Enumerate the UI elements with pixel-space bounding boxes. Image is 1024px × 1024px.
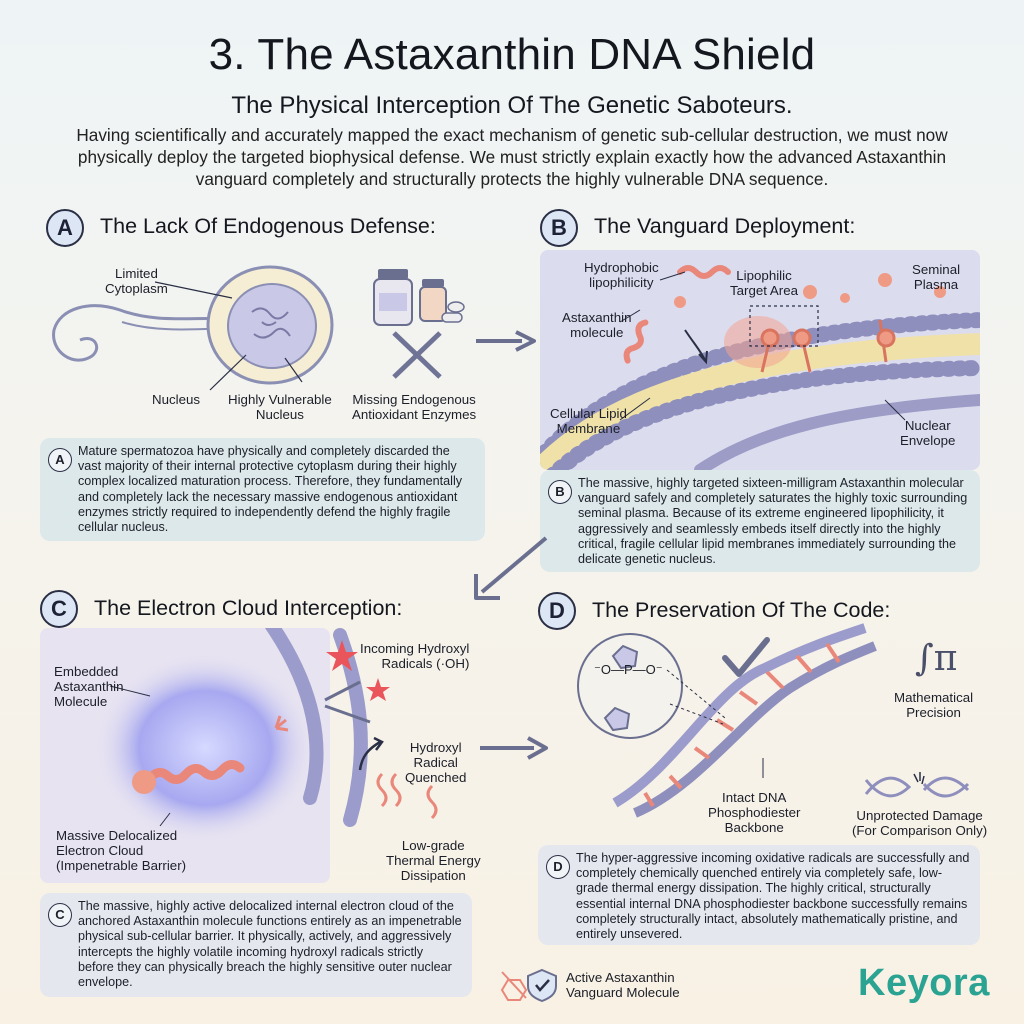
section-a-text: Mature spermatozoa have physically and c… — [78, 444, 463, 535]
label-unprotected-damage: Unprotected Damage (For Comparison Only) — [852, 808, 988, 838]
label-cellular-lipid-membrane: Cellular Lipid Membrane — [550, 406, 627, 436]
section-c-title: The Electron Cloud Interception: — [94, 596, 403, 620]
membrane-panel: Hydrophobic lipophilicity Lipophilic Tar… — [540, 250, 980, 470]
math-symbol: ∫π — [915, 638, 958, 679]
sperm-cell-illustration — [52, 265, 334, 391]
section-b-text: The massive, highly targeted sixteen-mil… — [578, 476, 968, 567]
label-nucleus: Nucleus — [152, 392, 201, 407]
label-embedded-astaxanthin: Embedded Astaxanthin Molecule — [54, 664, 124, 709]
label-limited-cytoplasm: Limited Cytoplasm — [105, 266, 168, 296]
section-c-text: The massive, highly active delocalized i… — [78, 899, 462, 990]
damaged-dna-illustration — [864, 772, 970, 798]
page-title: 3. The Astaxanthin DNA Shield — [208, 30, 816, 79]
label-seminal-plasma: Seminal Plasma — [912, 262, 961, 292]
page-subtitle: The Physical Interception Of The Genetic… — [231, 92, 793, 119]
section-d-description: D The hyper-aggressive incoming oxidativ… — [538, 845, 980, 945]
section-c-description: C The massive, highly active delocalized… — [40, 893, 472, 997]
electron-cloud-panel: Embedded Astaxanthin Molecule Massive De… — [40, 628, 330, 883]
intro-paragraph: Having scientifically and accurately map… — [76, 125, 948, 189]
section-a-mini-badge: A — [48, 448, 72, 472]
dna-preservation-illustration — [577, 623, 877, 818]
section-d-text: The hyper-aggressive incoming oxidative … — [576, 851, 970, 942]
lipid-membrane-illustration — [540, 265, 980, 470]
label-radical-quenched: Hydroxyl Radical Quenched — [405, 740, 467, 785]
label-intact-dna-backbone: Intact DNA Phosphodiester Backbone — [708, 790, 801, 835]
section-d-title: The Preservation Of The Code: — [592, 598, 891, 622]
section-a-badge: A — [46, 209, 84, 247]
label-nuclear-envelope: Nuclear Envelope — [900, 418, 956, 448]
legend-label: Active Astaxanthin Vanguard Molecule — [566, 970, 680, 1000]
section-c-mini-badge: C — [48, 903, 72, 927]
section-b-title: The Vanguard Deployment: — [594, 214, 856, 238]
section-b-description: B The massive, highly targeted sixteen-m… — [540, 470, 980, 572]
section-d-mini-badge: D — [546, 855, 570, 879]
section-c-badge: C — [40, 590, 78, 628]
label-thermal-dissipation: Low-grade Thermal Energy Dissipation — [386, 838, 481, 883]
label-hydrophobic-lipophilicity: Hydrophobic lipophilicity — [584, 260, 659, 290]
section-a-description: A Mature spermatozoa have physically and… — [40, 438, 485, 541]
label-incoming-hydroxyl: Incoming Hydroxyl Radicals (·OH) — [360, 641, 470, 671]
label-lipophilic-target-area: Lipophilic Target Area — [730, 268, 799, 298]
brand-logo: Keyora — [858, 962, 990, 1004]
label-mathematical-precision: Mathematical Precision — [894, 690, 974, 720]
arrow-b-to-c — [474, 536, 548, 600]
label-highly-vulnerable-nucleus: Highly Vulnerable Nucleus — [228, 392, 332, 422]
arrow-a-to-b — [476, 330, 536, 352]
missing-enzymes-illustration — [373, 269, 465, 379]
label-missing-enzymes: Missing Endogenous Antioxidant Enzymes — [352, 392, 477, 422]
arrow-c-to-d — [480, 736, 548, 760]
section-b-mini-badge: B — [548, 480, 572, 504]
label-astaxanthin-molecule: Astaxanthin molecule — [562, 310, 632, 340]
label-electron-cloud: Massive Delocalized Electron Cloud (Impe… — [56, 828, 187, 873]
section-a-title: The Lack Of Endogenous Defense: — [100, 214, 436, 238]
legend-molecule-icon — [500, 968, 557, 1003]
section-b-badge: B — [540, 209, 578, 247]
electron-cloud-illustration — [95, 628, 324, 843]
label-phosphate-group: ⁻O—P—O⁻ — [594, 662, 663, 677]
section-d-badge: D — [538, 592, 576, 630]
radical-interception-illustration — [324, 628, 438, 827]
